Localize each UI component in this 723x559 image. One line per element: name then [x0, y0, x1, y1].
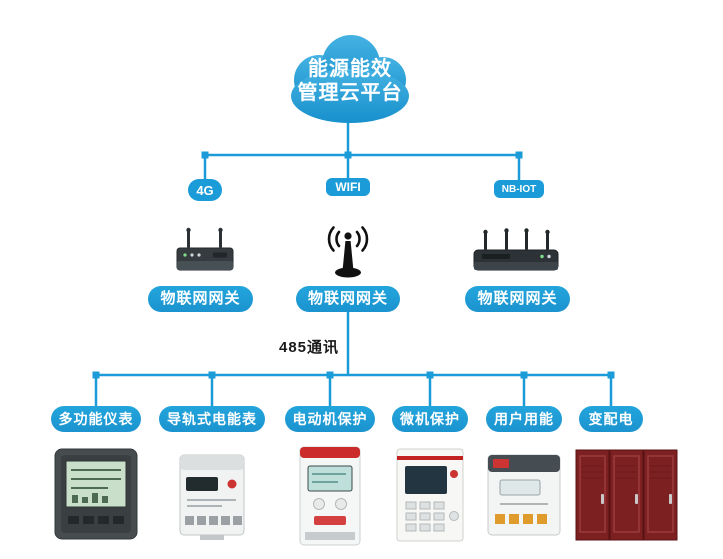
multifunction-meter-image	[54, 448, 138, 540]
user-energy-meter-image	[487, 454, 561, 536]
wifi-antenna-icon	[327, 226, 369, 278]
device-label-motor-protection: 电动机保护	[285, 406, 375, 432]
router-4g-image	[176, 227, 234, 271]
device-label-user-energy: 用户用能	[486, 406, 562, 432]
din-rail-meter-image	[179, 454, 245, 540]
cloud-platform-title: 能源能效 管理云平台	[277, 57, 423, 105]
device-label-din-rail-meter: 导轨式电能表	[159, 406, 265, 432]
gateway-label-3: 物联网网关	[465, 286, 570, 312]
microcomputer-protection-device-image	[396, 448, 464, 542]
bus-485-label: 485通讯	[276, 336, 342, 357]
power-distribution-cabinet-image	[575, 449, 678, 541]
gateway-label-2: 物联网网关	[296, 286, 400, 312]
motor-protection-device-image	[299, 446, 361, 546]
cloud-title-line1: 能源能效	[308, 58, 392, 80]
device-label-power-distribution: 变配电	[579, 406, 643, 432]
cloud-icon	[291, 35, 409, 123]
router-nbiot-image	[473, 228, 559, 271]
cloud-title-line2: 管理云平台	[297, 82, 403, 104]
device-label-microcomputer-protection: 微机保护	[392, 406, 468, 432]
badge-wifi: WIFI	[326, 178, 370, 196]
gateway-label-1: 物联网网关	[148, 286, 253, 312]
badge-4g: 4G	[188, 179, 222, 201]
badge-nbiot: NB-IOT	[494, 180, 544, 198]
device-label-multifunction-meter: 多功能仪表	[51, 406, 141, 432]
